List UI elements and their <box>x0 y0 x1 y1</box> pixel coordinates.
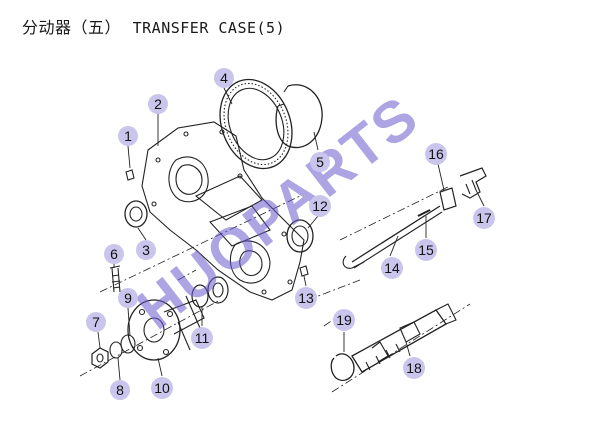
callout-11: 11 <box>191 327 213 349</box>
callout-14-label: 14 <box>384 260 400 276</box>
callout-17-label: 17 <box>476 210 492 226</box>
bearing <box>286 219 314 253</box>
callout-5: 5 <box>310 152 330 172</box>
callout-7-label: 7 <box>92 314 100 330</box>
callout-14: 14 <box>381 257 403 279</box>
washer <box>109 334 136 359</box>
callout-10-label: 10 <box>154 380 170 396</box>
callout-19: 19 <box>333 309 355 331</box>
page-title: 分动器（五） TRANSFER CASE(5) <box>22 14 285 38</box>
callout-2: 2 <box>148 94 168 114</box>
callout-2-label: 2 <box>154 96 162 112</box>
callout-13: 13 <box>295 287 317 309</box>
callout-1-label: 1 <box>124 128 132 144</box>
output-shaft <box>351 303 457 373</box>
shift-rod <box>342 205 443 269</box>
callout-1: 1 <box>118 126 138 146</box>
callout-8: 8 <box>110 380 130 400</box>
callout-15: 15 <box>415 239 437 261</box>
callout-5-label: 5 <box>316 154 324 170</box>
callout-11-label: 11 <box>195 330 210 346</box>
callout-8-label: 8 <box>116 382 124 398</box>
watermark-text: HUOPARTS <box>125 83 431 342</box>
title-english: TRANSFER CASE(5) <box>132 19 286 37</box>
shift-fork <box>439 167 487 211</box>
title-chinese: 分动器（五） <box>22 18 122 37</box>
callout-6: 6 <box>104 244 124 264</box>
callout-17: 17 <box>473 207 495 229</box>
callout-4: 4 <box>214 68 234 88</box>
callout-16-label: 16 <box>428 146 444 162</box>
callout-18: 18 <box>403 357 425 379</box>
oil-seal <box>124 200 148 228</box>
small-bolt <box>299 265 309 277</box>
seal-ring <box>191 276 229 308</box>
callout-19-label: 19 <box>336 312 352 328</box>
callout-6-label: 6 <box>110 246 118 262</box>
callout-7: 7 <box>86 312 106 332</box>
callout-12-label: 12 <box>312 198 328 214</box>
callout-12: 12 <box>309 195 331 217</box>
leader-lines <box>97 87 485 381</box>
companion-flange <box>127 295 205 361</box>
dowel-pin <box>125 169 135 181</box>
callout-3: 3 <box>136 240 156 260</box>
shaft-snap-ring <box>330 353 355 382</box>
callout-10: 10 <box>151 377 173 399</box>
callout-15-label: 15 <box>418 242 434 258</box>
callout-3-label: 3 <box>142 242 150 258</box>
callout-9-label: 9 <box>124 290 132 306</box>
callout-9: 9 <box>118 288 138 308</box>
callouts-layer: 1 2 3 4 5 6 7 8 9 10 11 12 13 14 15 16 1… <box>86 68 495 400</box>
callout-13-label: 13 <box>298 290 314 306</box>
snap-ring <box>275 84 323 149</box>
ring-gear <box>219 78 293 170</box>
callout-18-label: 18 <box>406 360 422 376</box>
callout-4-label: 4 <box>220 70 228 86</box>
callout-16: 16 <box>425 143 447 165</box>
